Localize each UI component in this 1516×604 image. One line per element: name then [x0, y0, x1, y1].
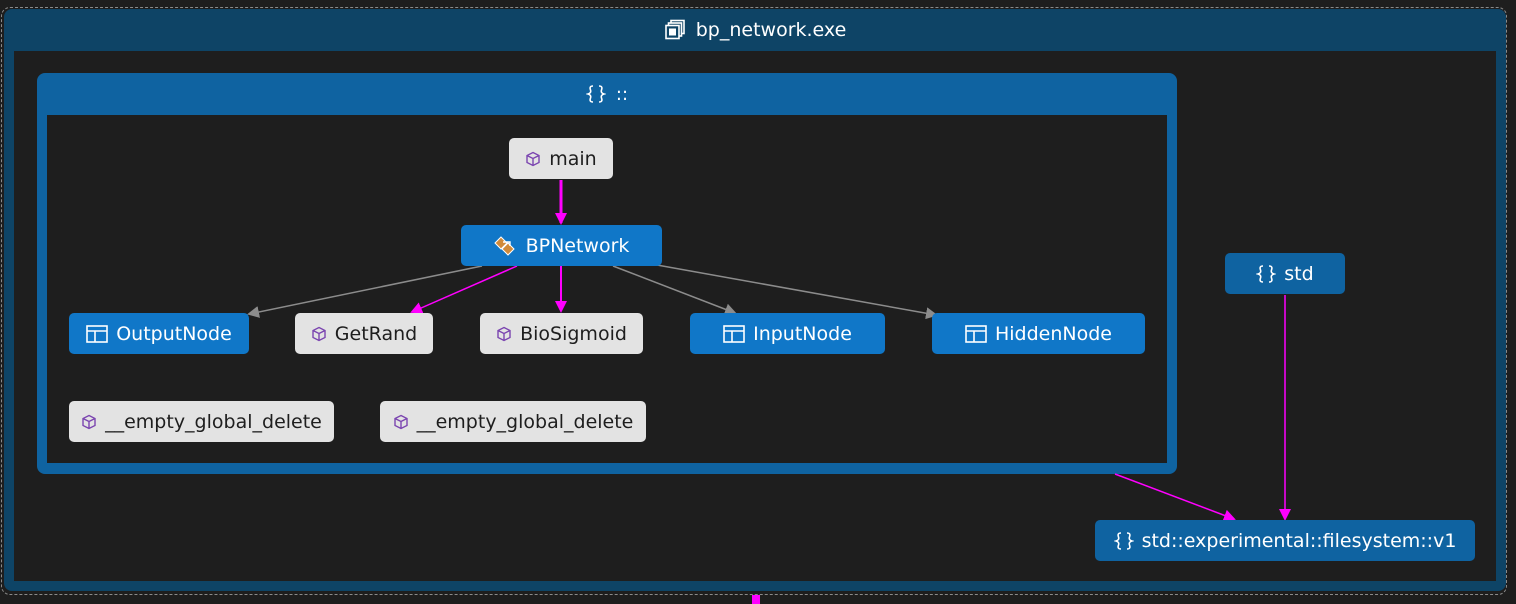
node-label: HiddenNode — [994, 322, 1112, 345]
node-label: __empty_global_delete — [416, 410, 634, 433]
node-hiddennode[interactable]: HiddenNode — [932, 313, 1145, 354]
outgoing-edge-stub — [752, 595, 760, 604]
class-diamond-icon — [493, 235, 518, 257]
node-label: GetRand — [334, 322, 418, 345]
node-label: std::experimental::filesystem::v1 — [1141, 529, 1457, 552]
cube-icon — [525, 151, 541, 167]
cube-icon — [496, 326, 512, 342]
node-empty-global-delete-1[interactable]: __empty_global_delete — [69, 401, 334, 442]
assembly-title: bp_network.exe — [695, 19, 847, 41]
namespace-group-header[interactable]: :: — [37, 73, 1177, 115]
node-std[interactable]: std — [1225, 253, 1345, 294]
assembly-group-header[interactable]: bp_network.exe — [4, 9, 1506, 51]
node-label: main — [549, 147, 597, 170]
cube-icon — [311, 326, 327, 342]
cube-icon — [81, 414, 97, 430]
node-bpnetwork[interactable]: BPNetwork — [461, 225, 662, 266]
node-outputnode[interactable]: OutputNode — [69, 313, 249, 354]
node-label: BioSigmoid — [520, 322, 627, 345]
namespace-title: :: — [615, 83, 629, 105]
assembly-icon — [664, 19, 686, 41]
namespace-braces-icon — [1113, 531, 1134, 551]
cube-icon — [393, 414, 409, 430]
node-label: std — [1284, 262, 1314, 285]
namespace-braces-icon — [1256, 264, 1277, 284]
node-label: InputNode — [753, 322, 852, 345]
namespace-braces-icon — [585, 84, 606, 104]
node-std-experimental-filesystem-v1[interactable]: std::experimental::filesystem::v1 — [1095, 520, 1475, 561]
node-empty-global-delete-2[interactable]: __empty_global_delete — [380, 401, 646, 442]
node-label: BPNetwork — [525, 234, 630, 257]
struct-icon — [965, 324, 987, 343]
node-main[interactable]: main — [509, 138, 613, 179]
struct-icon — [723, 324, 745, 343]
node-getrand[interactable]: GetRand — [295, 313, 433, 354]
node-biosigmoid[interactable]: BioSigmoid — [480, 313, 643, 354]
node-label: OutputNode — [116, 322, 232, 345]
node-label: __empty_global_delete — [105, 410, 322, 433]
node-inputnode[interactable]: InputNode — [690, 313, 885, 354]
struct-icon — [86, 324, 109, 343]
